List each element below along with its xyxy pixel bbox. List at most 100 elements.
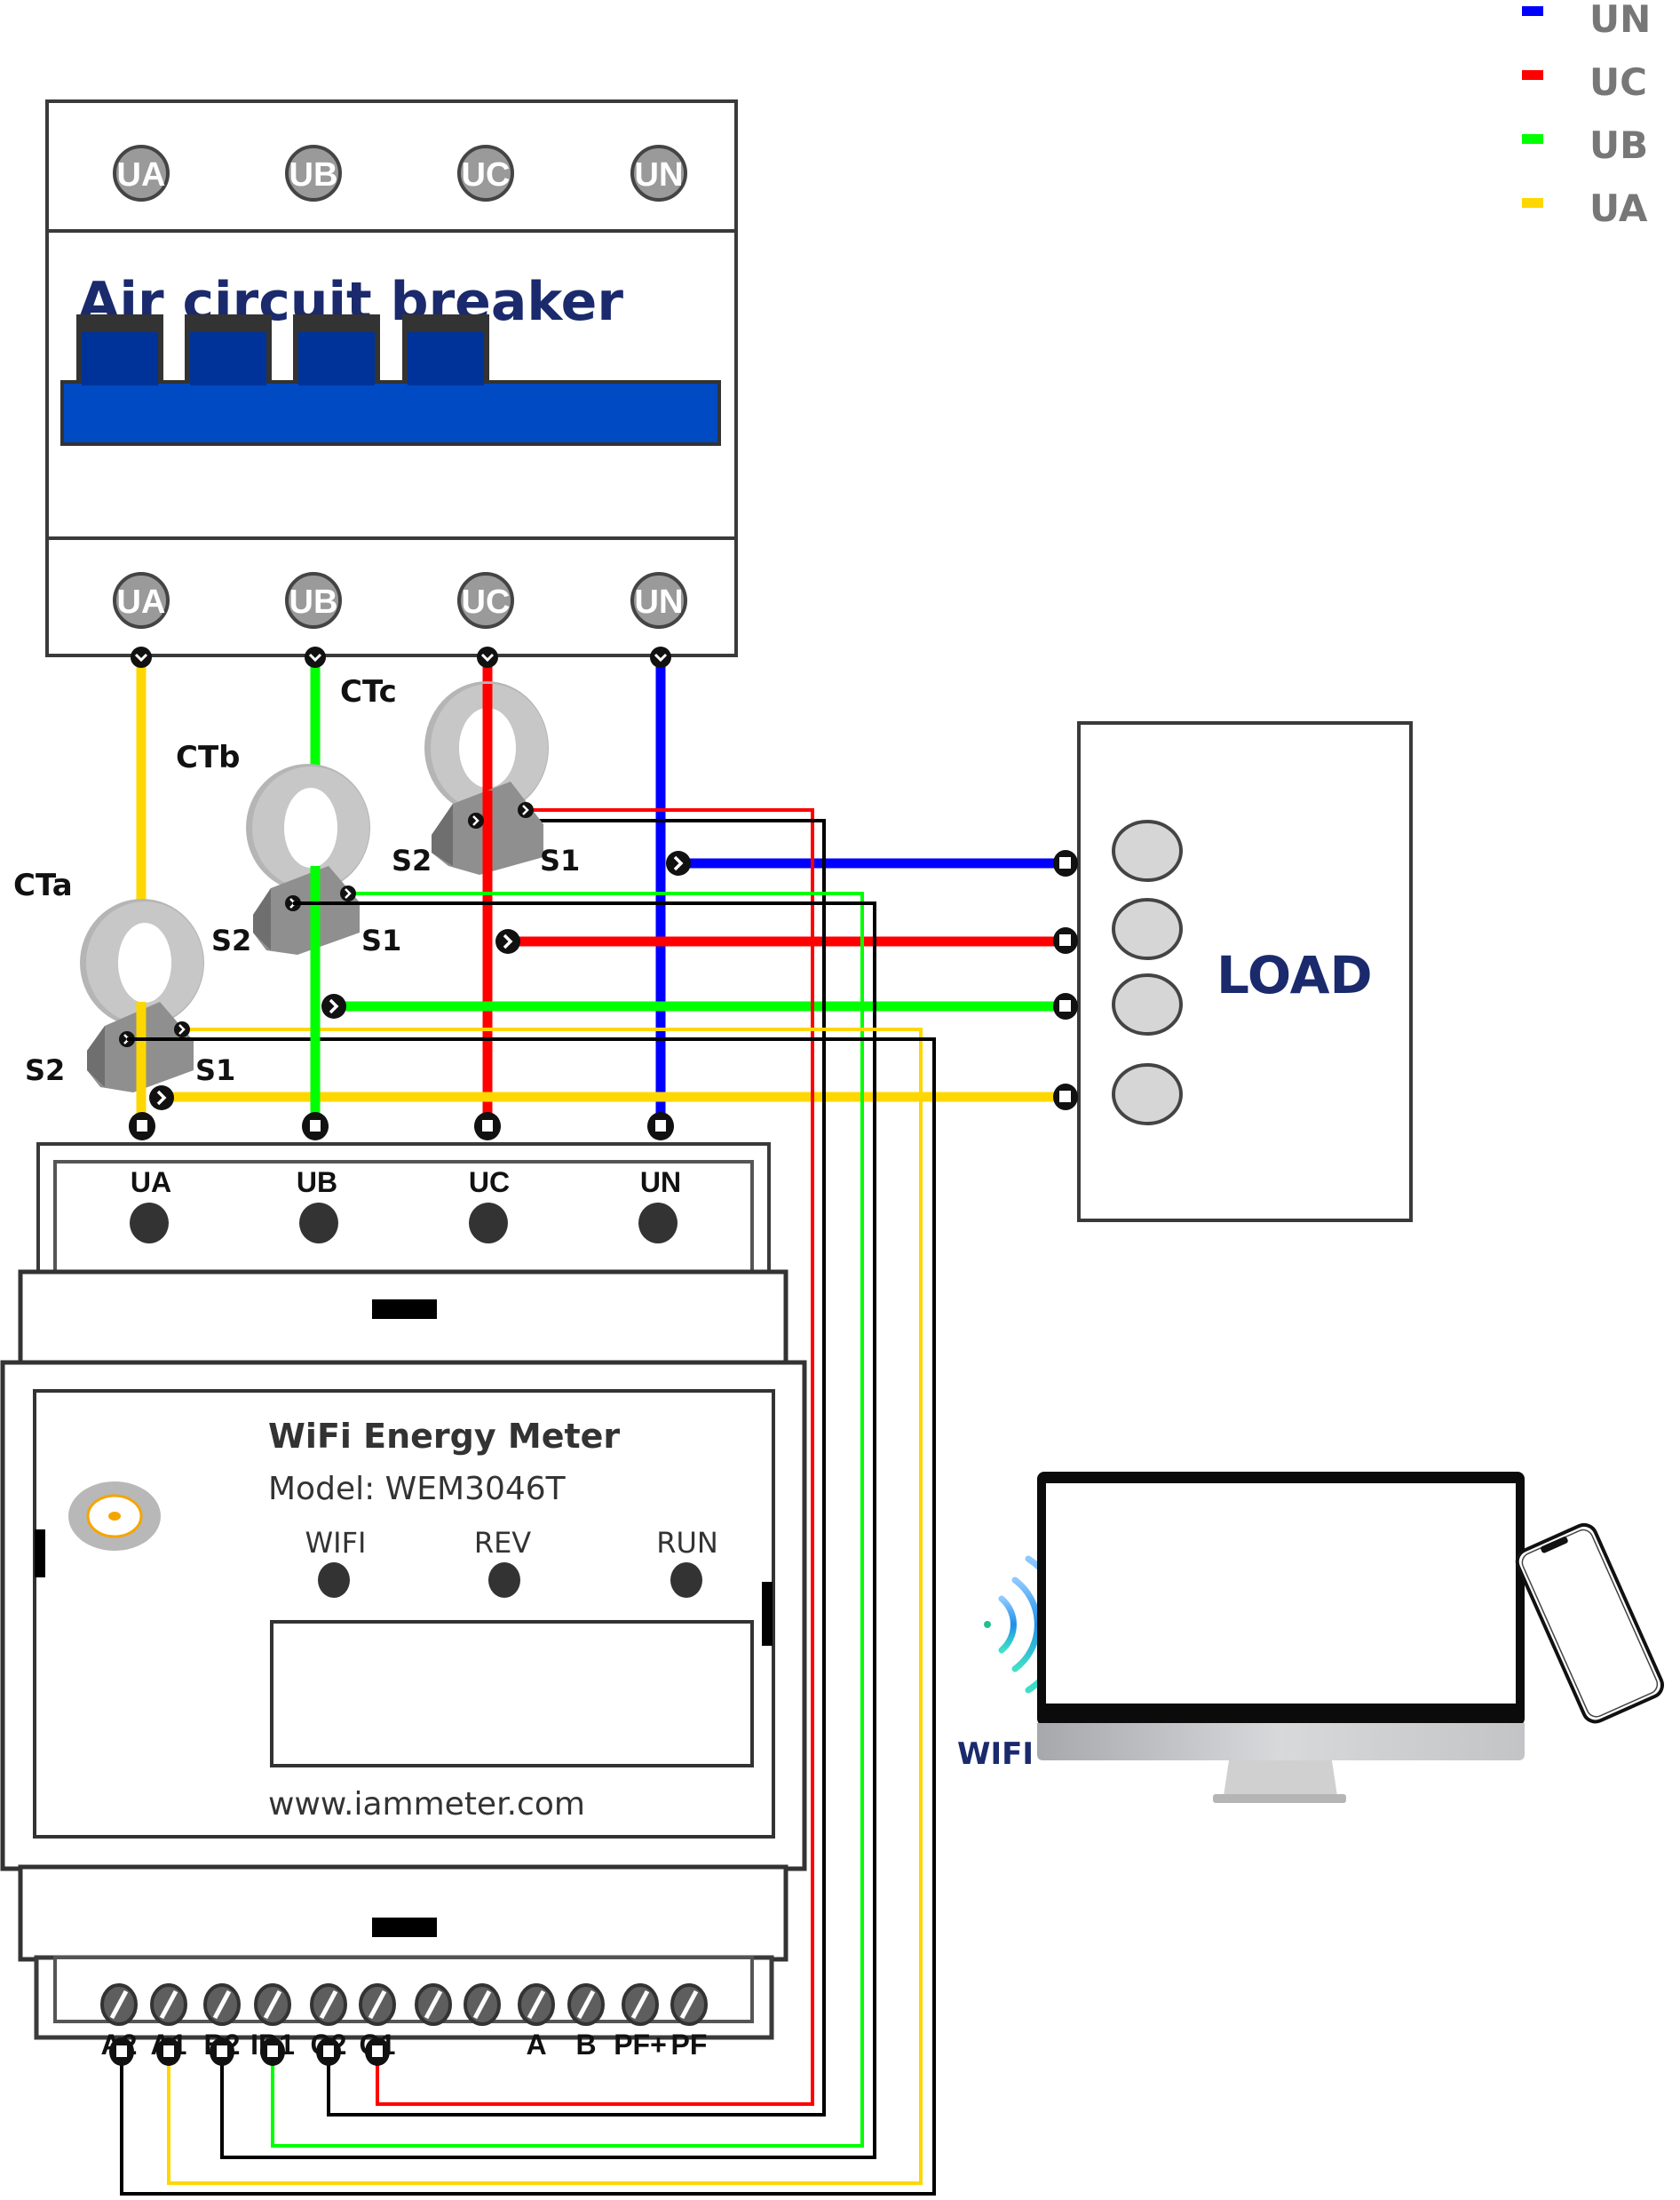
node-breaker-un — [650, 647, 671, 668]
node-load-ub — [1053, 993, 1078, 1020]
led-wifi — [318, 1562, 350, 1598]
node-breaker-uc — [477, 647, 498, 668]
load-terminal-un — [1112, 820, 1183, 882]
svg-text:UA: UA — [117, 584, 166, 621]
breaker-toggle-c — [298, 332, 375, 385]
bottom-terminal-screw-c1 — [359, 1983, 396, 2026]
svg-text:UB: UB — [289, 156, 338, 194]
ct-a-s2-label: S2 — [25, 1053, 65, 1087]
bottom-terminal-screw-blank-6 — [415, 1983, 452, 2026]
bottom-terminal-label-pf: PF — [671, 2029, 708, 2061]
meter-lower-clip — [372, 1918, 437, 1937]
antenna-connector-icon — [68, 1481, 161, 1551]
led-rev — [488, 1562, 520, 1598]
svg-text:UA: UA — [117, 156, 166, 194]
ct-a-s1-terminal — [174, 1021, 190, 1037]
ct-b-s1-terminal — [340, 886, 356, 901]
breaker-toggles — [60, 314, 721, 446]
bottom-node-c2 — [316, 2037, 341, 2066]
breaker-output-nodes — [131, 647, 671, 668]
ct-b-label: CTb — [176, 740, 240, 775]
ct-a-label: CTa — [13, 868, 73, 903]
led-label-rev: REV — [474, 1526, 531, 1560]
meter-terminal-screw-ub — [299, 1203, 338, 1243]
energy-meter: UA UB UC UN WiFi Energy Meter Model: WEM… — [0, 1142, 807, 2066]
bottom-terminal-screw-blank-7 — [464, 1983, 501, 2026]
node-branch-un — [666, 851, 691, 876]
meter-lower-shoulder — [18, 1864, 788, 1962]
bottom-terminal-screw-a2 — [100, 1983, 138, 2026]
breaker-terminal-bottom-ua — [113, 572, 170, 629]
bottom-terminal-screws — [100, 1983, 708, 2026]
load-box — [1077, 721, 1413, 1222]
legend-swatch-un — [1522, 6, 1543, 16]
bottom-terminal-screw-c2 — [310, 1983, 347, 2026]
breaker-toggle-n — [408, 332, 484, 385]
breaker-handle-bar — [60, 380, 721, 446]
legend-label-un: UN — [1589, 0, 1651, 41]
load-label: LOAD — [1216, 945, 1373, 1005]
node-breaker-ub — [305, 647, 326, 668]
breaker-bottom-terminals: UA UB UC UN — [113, 572, 687, 629]
meter-title: WiFi Energy Meter — [268, 1417, 620, 1456]
air-circuit-breaker: Air circuit breaker UA UB UC UN — [45, 99, 738, 657]
meter-display — [270, 1620, 754, 1767]
svg-text:UB: UB — [289, 584, 338, 621]
svg-text:UC: UC — [462, 156, 511, 194]
breaker-terminal-top-uc — [457, 145, 514, 202]
wire-ctb-s1 — [271, 892, 864, 2148]
breaker-terminal-top-ub — [285, 145, 342, 202]
node-load-un — [1053, 850, 1078, 877]
breaker-terminal-top-ua — [113, 145, 170, 202]
bottom-terminal-nodes — [109, 2037, 390, 2066]
bottom-node-a1 — [156, 2037, 181, 2066]
breaker-terminal-bottom-uc — [457, 572, 514, 629]
bottom-terminal-label-a: A — [526, 2029, 546, 2061]
meter-terminal-screw-ua — [130, 1203, 169, 1243]
breaker-toggle-b — [190, 332, 266, 385]
meter-terminal-label-ua: UA — [131, 1166, 171, 1198]
led-label-run: RUN — [656, 1526, 718, 1560]
bottom-terminal-screw-pf — [670, 1983, 708, 2026]
phone-icon — [1515, 1522, 1665, 1724]
legend-label-uc: UC — [1589, 60, 1647, 104]
meter-terminal-screw-un — [638, 1203, 678, 1243]
meter-terminal-label-uc: UC — [469, 1166, 510, 1198]
bottom-terminal-screw-pf-plus — [622, 1983, 659, 2026]
meter-model: Model: WEM3046T — [268, 1471, 567, 1507]
meter-terminal-screw-uc — [469, 1203, 508, 1243]
ct-b-s2-label: S2 — [211, 924, 251, 957]
legend-label-ua: UA — [1589, 187, 1648, 230]
wire-cta-s2 — [120, 1037, 936, 2196]
led-label-wifi: WIFI — [305, 1526, 367, 1560]
legend: UN UC UB UA — [1522, 0, 1651, 230]
node-branch-ub — [321, 994, 346, 1019]
breaker-toggle-a — [82, 332, 158, 385]
svg-text:UN: UN — [635, 156, 684, 194]
breaker-terminal-bottom-ub — [285, 572, 342, 629]
legend-swatch-uc — [1522, 70, 1543, 80]
wifi-label: WIFI — [957, 1736, 1034, 1772]
node-load-uc — [1053, 927, 1078, 954]
monitor-icon — [1037, 1472, 1525, 1803]
bottom-node-a2 — [109, 2037, 134, 2066]
meter-upper-clip — [372, 1299, 437, 1319]
node-meter-uc — [474, 1112, 501, 1140]
meter-terminal-label-un: UN — [640, 1166, 681, 1198]
legend-swatch-ub — [1522, 134, 1543, 144]
legend-swatch-ua — [1522, 198, 1543, 208]
branch-nodes — [149, 851, 691, 1110]
ct-c-label: CTc — [340, 674, 397, 710]
breaker-terminal-bottom-un — [630, 572, 687, 629]
bottom-node-c1 — [365, 2037, 390, 2066]
ct-c: CTc S2 S1 — [340, 674, 580, 879]
ct-a-s1-label: S1 — [195, 1053, 235, 1087]
wire-ctb-s2 — [220, 901, 876, 2159]
load: LOAD — [1077, 721, 1413, 1222]
node-meter-ua — [129, 1112, 155, 1140]
node-branch-uc — [495, 929, 520, 954]
bottom-node-b2 — [210, 2037, 234, 2066]
ct-c-s2-terminal — [468, 813, 484, 829]
bottom-terminal-screw-ib1 — [254, 1983, 291, 2026]
